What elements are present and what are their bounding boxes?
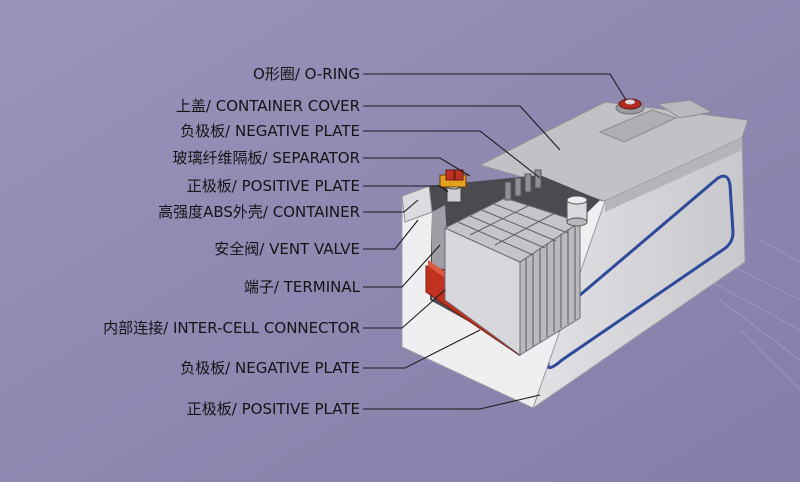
- terminal-part: [439, 169, 467, 203]
- container-left-edge: [401, 185, 433, 223]
- cover-rim: [605, 138, 742, 212]
- plate-pack: [443, 197, 582, 356]
- plate-lines: [525, 225, 576, 351]
- cover-slot: [598, 109, 678, 143]
- label-o-ring: O形圈/ O-RING: [253, 65, 360, 83]
- label-positive-plate-bottom: 正极板/ POSITIVE PLATE: [186, 400, 360, 418]
- plate-tabs: [504, 169, 542, 201]
- cover-notch: [656, 99, 714, 119]
- label-vent-valve: 安全阀/ VENT VALVE: [214, 240, 360, 258]
- terminal-post: [625, 99, 635, 105]
- plate-grid: [457, 203, 569, 256]
- label-inter-cell-connector: 内部连接/ INTER-CELL CONNECTOR: [103, 319, 360, 337]
- vent-valve-part: [566, 195, 588, 227]
- label-container-cover: 上盖/ CONTAINER COVER: [175, 97, 360, 115]
- label-negative-plate-bottom: 负极板/ NEGATIVE PLATE: [180, 359, 360, 377]
- case-front-panel: [402, 347, 533, 408]
- label-negative-plate-top: 负极板/ NEGATIVE PLATE: [180, 122, 360, 140]
- label-positive-plate-top: 正极板/ POSITIVE PLATE: [186, 177, 360, 195]
- label-separator: 玻璃纤维隔板/ SEPARATOR: [172, 149, 360, 167]
- leader-lines: [363, 73, 627, 410]
- label-terminal: 端子/ TERMINAL: [243, 278, 360, 296]
- label-container: 高强度ABS外壳/ CONTAINER: [158, 203, 360, 221]
